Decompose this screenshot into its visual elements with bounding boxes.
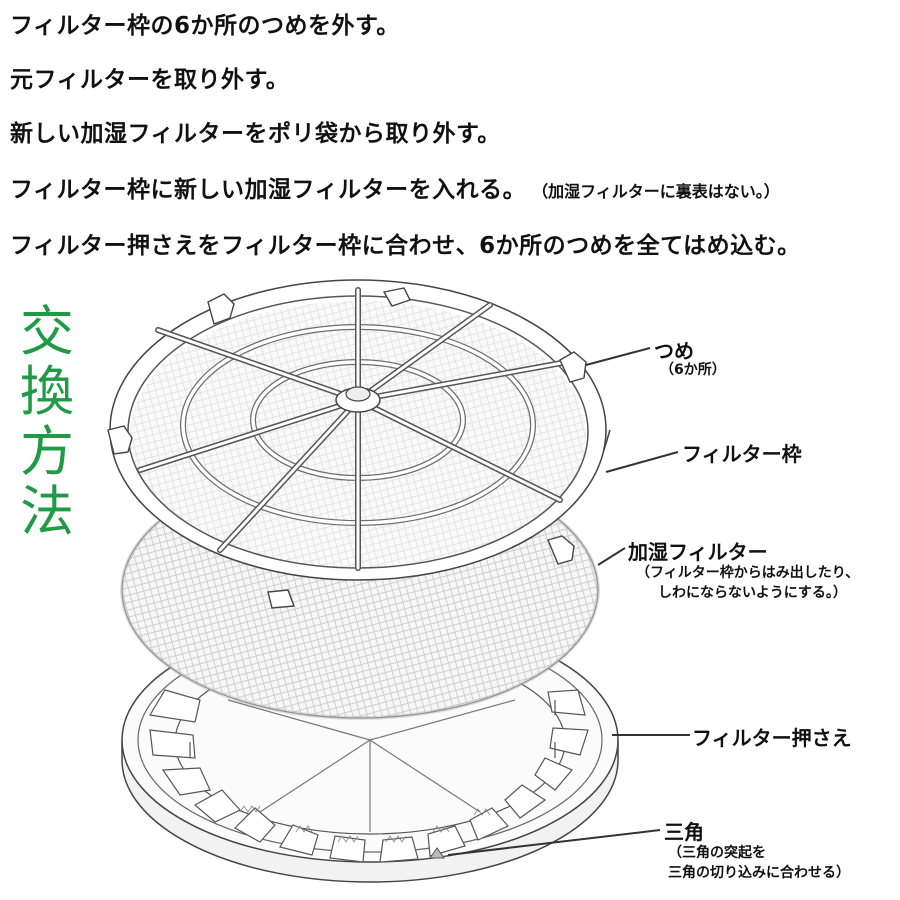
title-char-3: 方 — [20, 420, 74, 483]
step-2-text: 元フィルターを取り外す。 — [10, 67, 290, 93]
title-char-2: 換 — [20, 360, 74, 423]
step-2: 元フィルターを取り外す。 — [10, 60, 289, 94]
callout-tsume: つめ — [654, 339, 694, 363]
step-5: フィルター押さえをフィルター枠に合わせ、6か所のつめを全てはめ込む。 — [10, 226, 801, 260]
callout-triangle: 三角 — [664, 820, 704, 844]
step-4-note: （加湿フィルターに裏表はない。） — [540, 182, 780, 201]
step-3-text: 新しい加湿フィルターをポリ袋から取り外す。 — [10, 121, 501, 147]
callout-triangle-sub2: 三角の切り込みに合わせる） — [668, 865, 850, 881]
step-4-text: フィルター枠に新しい加湿フィルターを入れる。 — [10, 177, 527, 203]
leader-lines — [447, 347, 690, 856]
frame-claws — [107, 287, 587, 609]
callout-filter-sub1: （フィルター枠からはみ出したり、 — [636, 565, 860, 581]
step-4: フィルター枠に新しい加湿フィルターを入れる。 （加湿フィルターに裏表はない。） — [10, 170, 780, 204]
vertical-title: 交 換 方 法 — [16, 302, 78, 542]
step-3: 新しい加湿フィルターをポリ袋から取り外す。 — [10, 114, 501, 148]
callout-presser: フィルター押さえ — [692, 726, 852, 750]
callout-filter: 加湿フィルター — [628, 540, 768, 564]
title-char-4: 法 — [20, 480, 74, 543]
callout-tsume-sub: （6か所） — [660, 362, 726, 378]
step-5-text: フィルター押さえをフィルター枠に合わせ、6か所のつめを全てはめ込む。 — [10, 233, 801, 259]
step-1: フィルター枠の6か所のつめを外す。 — [10, 6, 400, 40]
step-1-text: フィルター枠の6か所のつめを外す。 — [10, 13, 400, 39]
filter-frame — [107, 279, 611, 609]
callout-triangle-sub1: （三角の突起を — [668, 845, 766, 861]
title-char-1: 交 — [20, 300, 74, 363]
callout-filter-sub2: しわにならないようにする。） — [658, 585, 847, 601]
callout-frame: フィルター枠 — [682, 442, 802, 466]
